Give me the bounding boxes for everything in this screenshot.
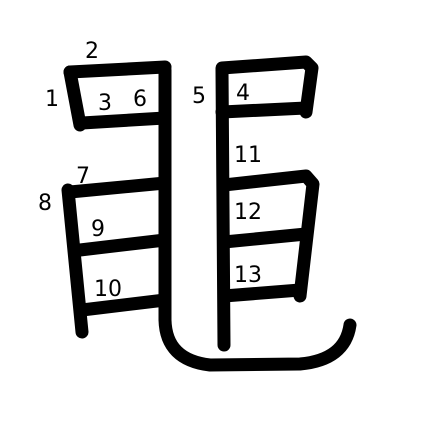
stroke-12-right-middle-horizontal	[217, 227, 313, 249]
stroke-1-top-left-vertical	[63, 65, 87, 132]
stroke-4-top-right-bottom	[215, 101, 313, 119]
stroke-7-left-top-horizontal	[63, 176, 172, 199]
stroke-number-2: 2	[85, 39, 99, 64]
stroke-number-12: 12	[234, 200, 262, 225]
stroke-number-13: 13	[234, 263, 262, 288]
stroke-number-5: 5	[192, 84, 206, 109]
stroke-number-10: 10	[94, 277, 122, 302]
stroke-9-left-middle-horizontal	[73, 233, 172, 257]
stroke-number-7: 7	[76, 164, 90, 189]
stroke-number-1: 1	[45, 87, 59, 112]
stroke-number-8: 8	[38, 191, 52, 216]
stroke-6-vertical-with-curve	[158, 63, 357, 372]
stroke-2-top-horizontal-turn	[63, 55, 319, 119]
stroke-5-central-vertical-hook	[215, 63, 231, 352]
stroke-3-top-bottom-horizontal	[75, 111, 172, 130]
stroke-number-9: 9	[91, 217, 105, 242]
stroke-10-left-bottom-horizontal	[75, 293, 172, 317]
stroke-13-right-bottom-horizontal	[217, 283, 307, 303]
stroke-number-4: 4	[236, 81, 250, 106]
stroke-number-3: 3	[98, 91, 112, 116]
stroke-number-6: 6	[133, 87, 147, 112]
stroke-number-11: 11	[234, 143, 262, 168]
